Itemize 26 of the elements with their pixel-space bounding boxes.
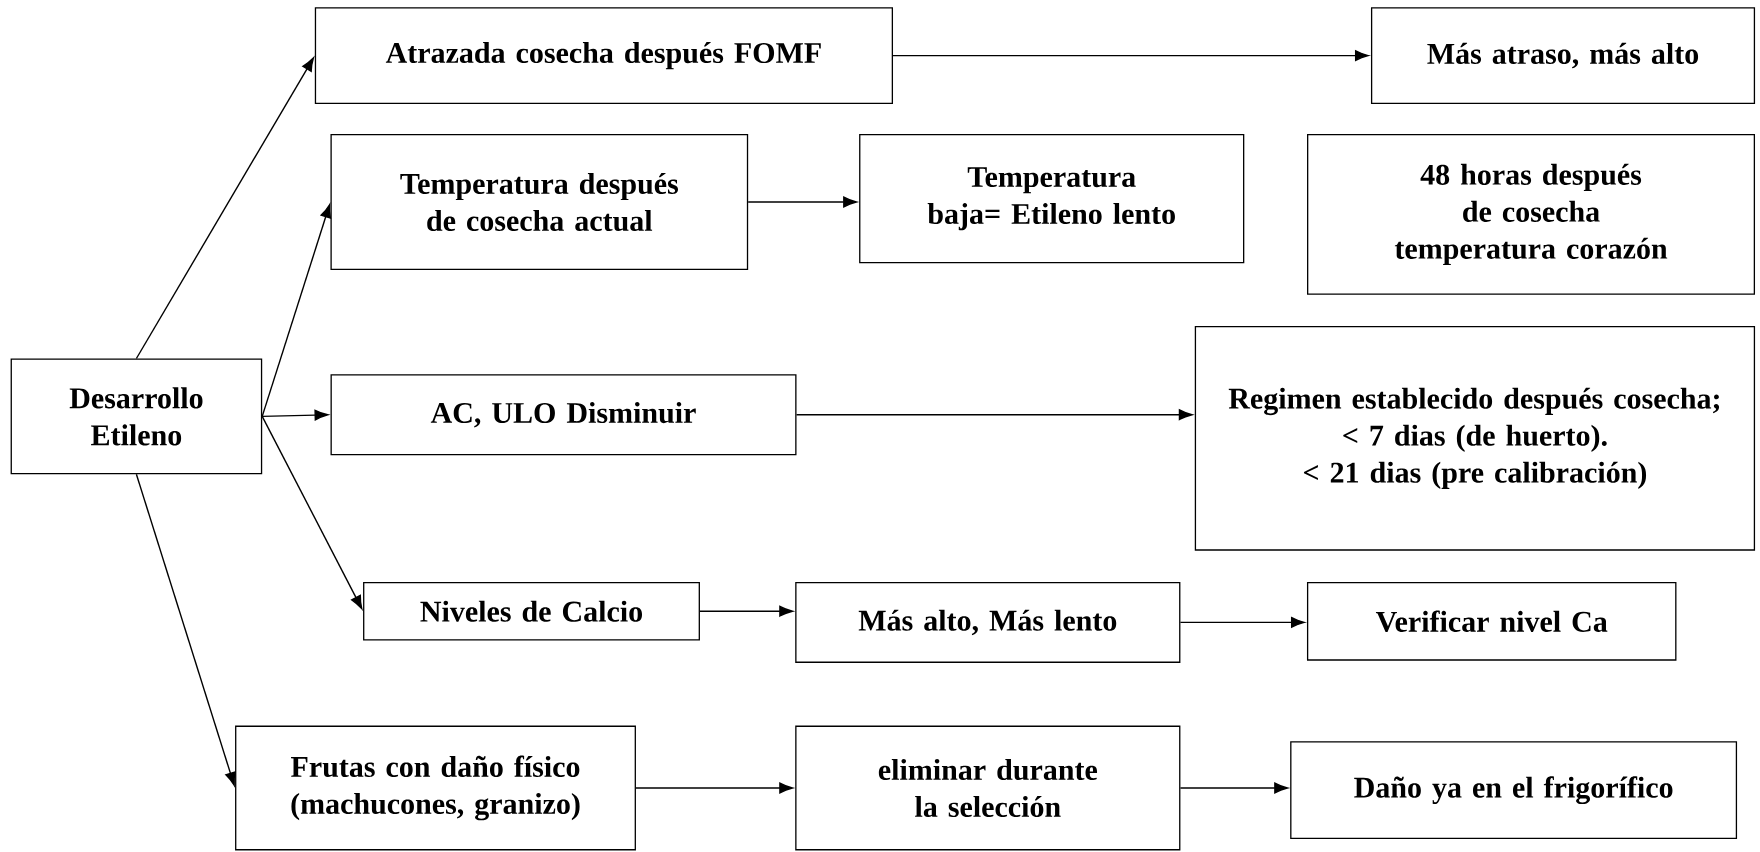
arrow <box>135 57 315 360</box>
process-box: Más alto, Más lento <box>795 581 1181 663</box>
arrow <box>1179 616 1305 628</box>
arrow <box>635 782 794 794</box>
arrow <box>699 605 794 617</box>
process-box: Verificar nivel Ca <box>1306 581 1677 661</box>
process-box: AC, ULO Disminuir <box>330 374 797 456</box>
process-box: Atrazada cosecha después FOMF <box>314 7 893 104</box>
arrow <box>261 204 332 418</box>
process-box: Daño ya en el frigorífico <box>1290 741 1738 840</box>
process-box: 48 horas después de cosecha temperatura corazón <box>1307 134 1755 295</box>
process-box: Regimen establecido después cosecha; < 7 dias (de huerto). < 21 dias (pre calibración) <box>1194 325 1756 551</box>
arrow <box>747 196 857 208</box>
process-box: Frutas con daño físico (machucones, granizo) <box>235 725 636 851</box>
process-box: Desarrollo Etileno <box>10 358 263 475</box>
process-box: Temperatura baja= Etileno lento <box>859 134 1245 264</box>
arrow <box>795 409 1193 421</box>
arrow <box>135 473 236 786</box>
arrow <box>892 50 1369 62</box>
arrow <box>261 409 329 421</box>
process-box: Más atraso, más alto <box>1370 7 1756 104</box>
process-box: eliminar durante la selección <box>795 725 1181 851</box>
arrow <box>261 415 363 610</box>
process-box: Temperatura después de cosecha actual <box>330 134 749 270</box>
process-box: Niveles de Calcio <box>363 581 700 641</box>
arrow <box>1179 782 1288 794</box>
